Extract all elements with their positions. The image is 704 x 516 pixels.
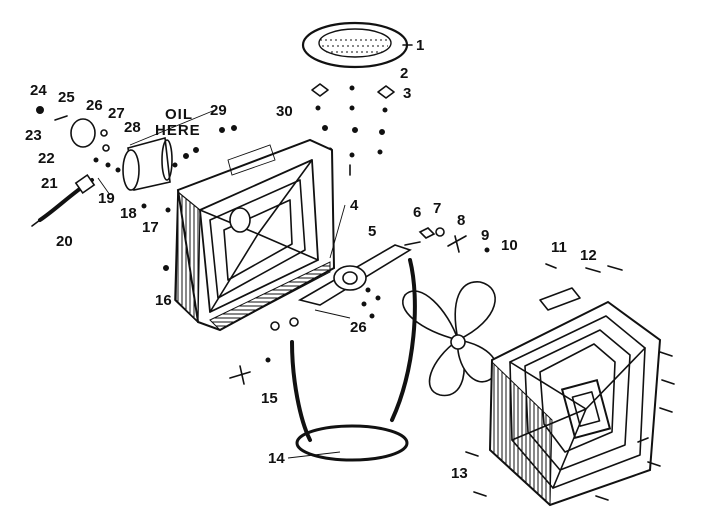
end-cap-parts [36,106,147,209]
callout-25: 25 [58,89,75,106]
callout-3: 3 [403,85,411,102]
callout-26-upper: 26 [86,97,103,114]
callout-11: 11 [551,239,567,256]
callout-22: 22 [38,150,55,167]
motor-assembly [122,125,237,271]
callout-21: 21 [41,175,58,192]
callout-4: 4 [350,197,359,214]
leader-lines [97,109,351,459]
rear-fan-housing [174,138,336,332]
callout-7: 7 [433,200,441,217]
callout-28: 28 [124,119,141,136]
callout-17: 17 [142,219,159,236]
callout-26-lower: 26 [350,319,367,336]
callout-23: 23 [25,127,42,144]
callout-30: 30 [276,103,293,120]
callout-16: 16 [155,292,172,309]
callout-9: 9 [481,227,489,244]
callout-18: 18 [120,205,137,222]
callout-1: 1 [416,37,424,54]
hardware-parts [418,227,623,273]
callout-29: 29 [210,102,227,119]
callout-13: 13 [451,465,468,482]
callout-19: 19 [98,190,115,207]
callout-20: 20 [56,233,73,250]
callout-24: 24 [30,82,47,99]
callout-15: 15 [261,390,278,407]
oil-note-line1: OIL [165,106,193,123]
callout-8: 8 [457,212,465,229]
callout-6: 6 [413,204,421,221]
callout-10: 10 [501,237,518,254]
callout-27: 27 [108,105,125,122]
top-ring-part [301,21,413,69]
callout-2: 2 [400,65,408,82]
oil-note-line2: HERE [155,122,201,139]
callout-12: 12 [580,247,597,264]
fan-stand-loop [229,258,417,462]
callout-5: 5 [368,223,376,240]
front-grille [465,287,675,507]
power-cord [31,173,96,227]
callout-14: 14 [268,450,285,467]
support-arm [297,241,421,319]
